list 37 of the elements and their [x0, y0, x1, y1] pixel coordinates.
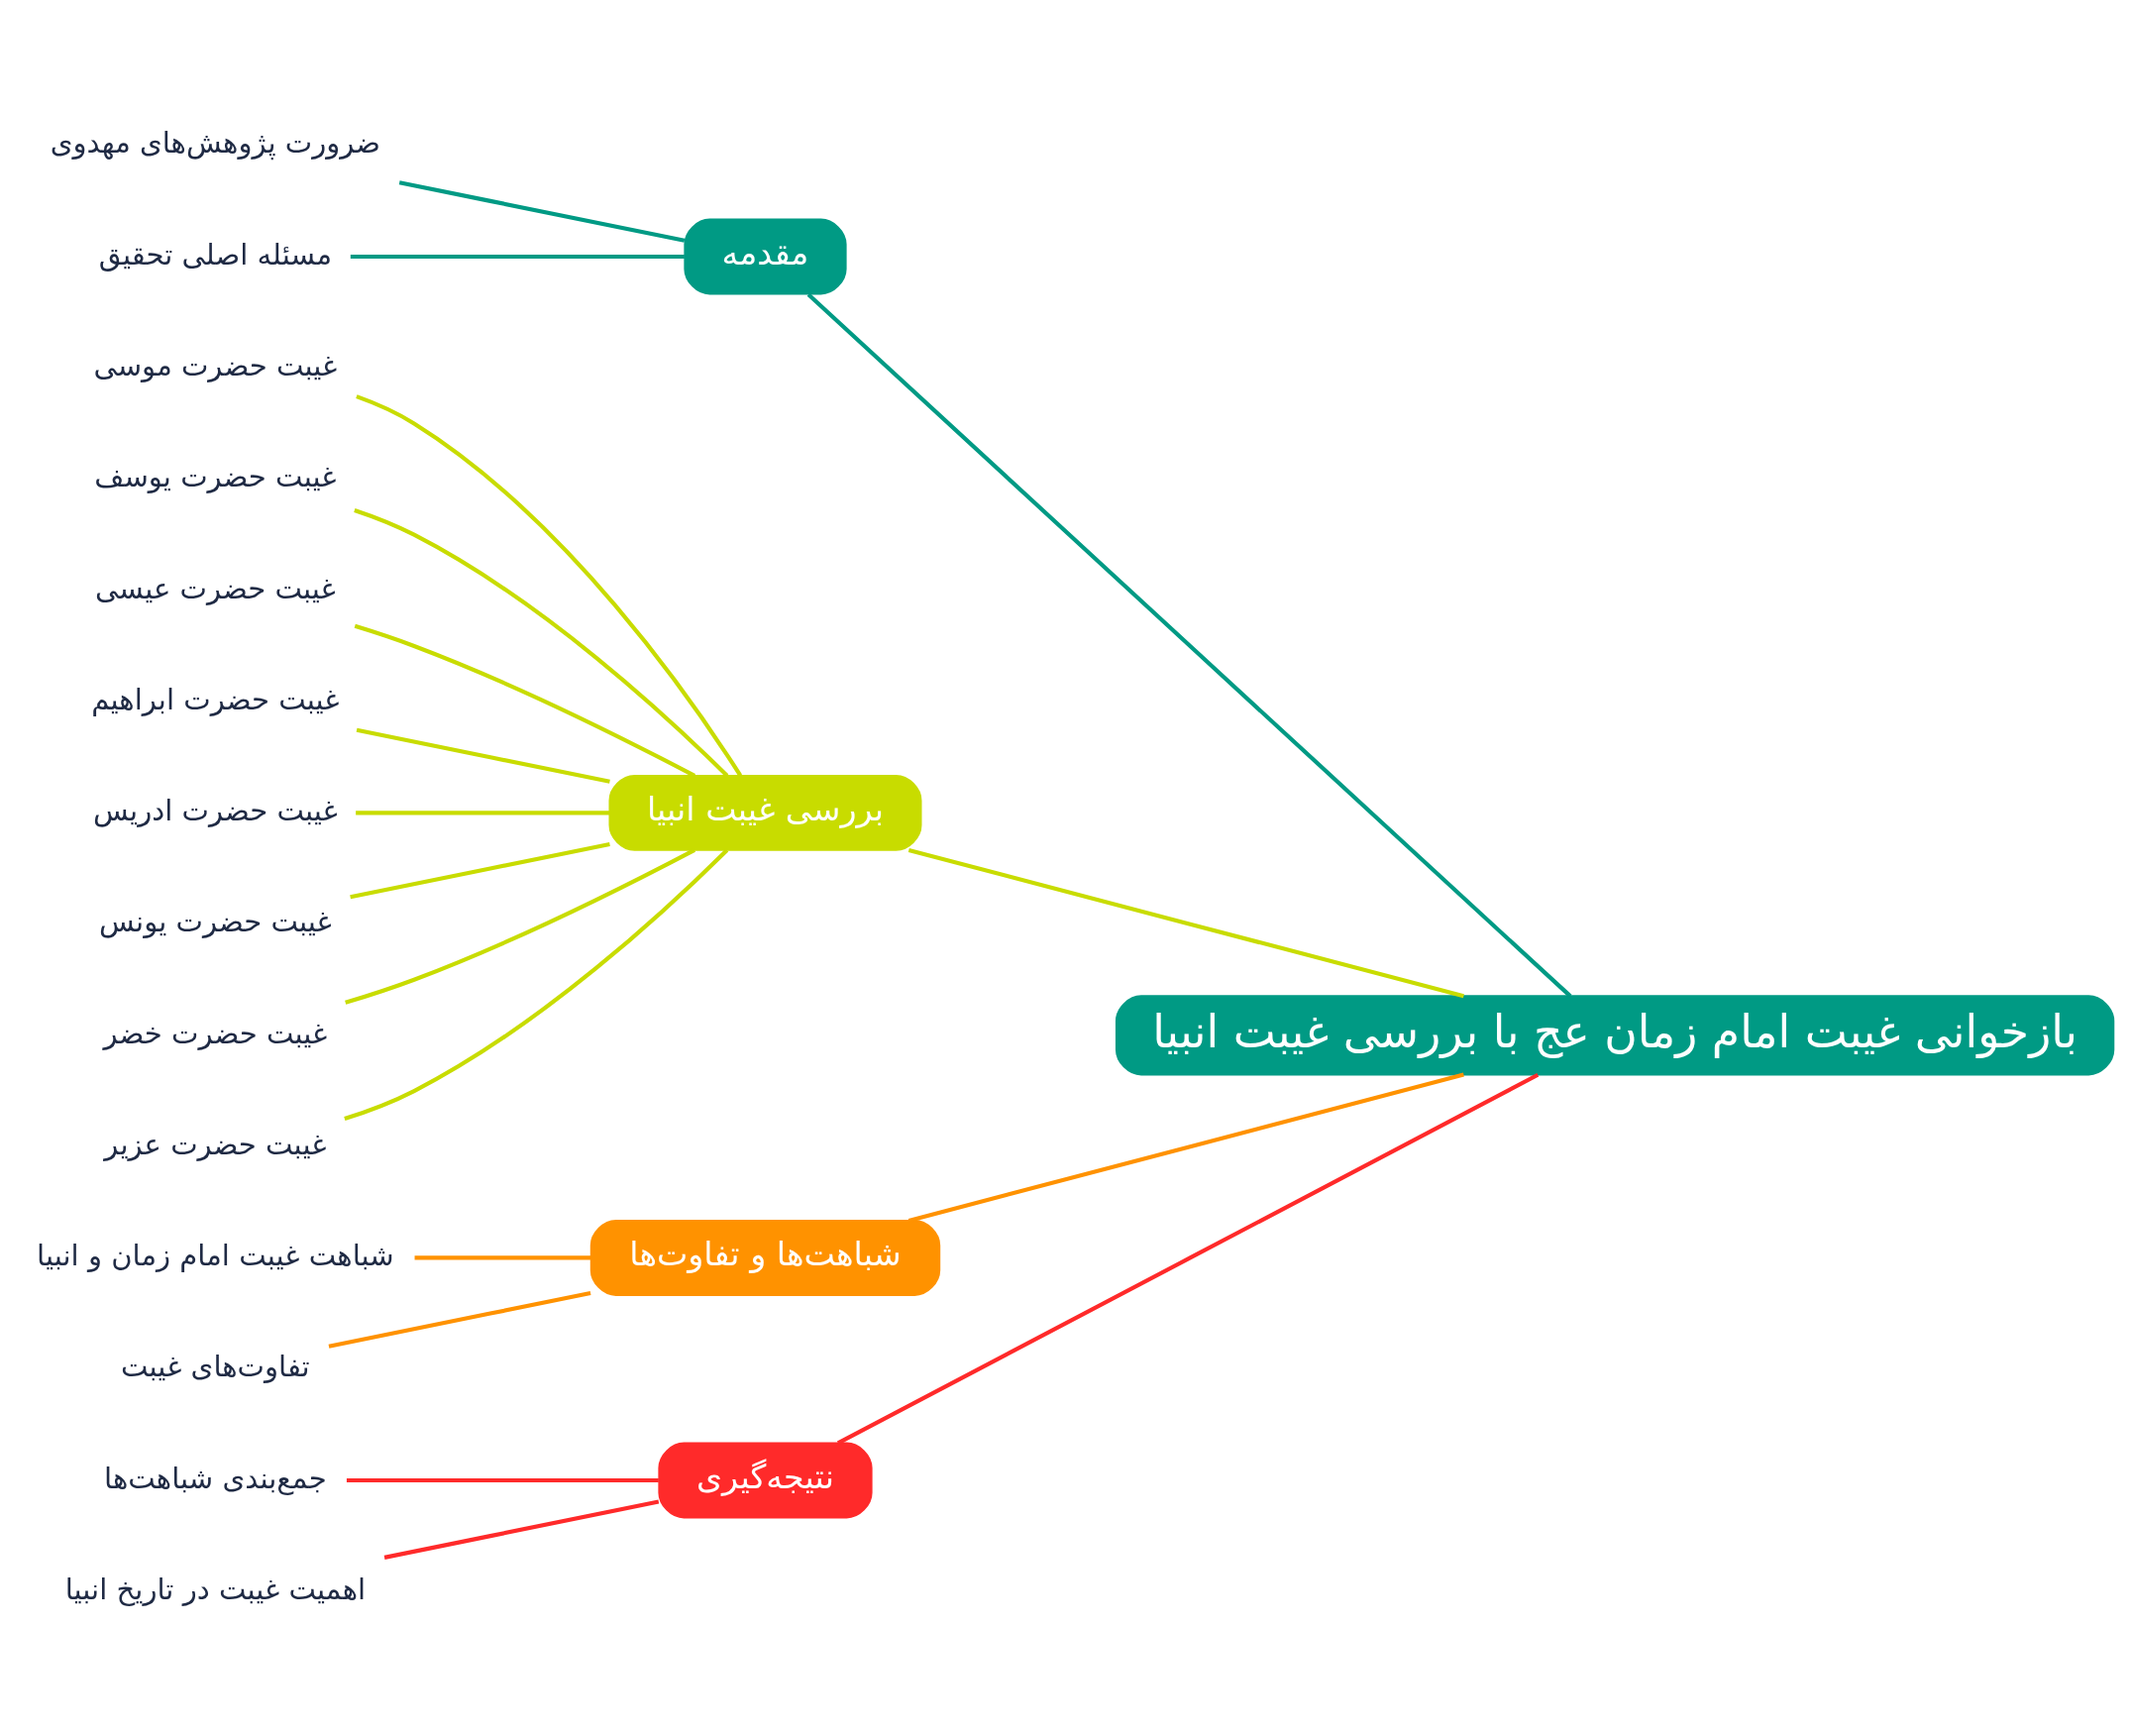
connector	[398, 179, 686, 243]
node-text: غیبت حضرت یونس	[98, 904, 332, 938]
node-text: شباهت غیبت امام زمان و انبیا	[37, 1238, 394, 1272]
connector	[354, 507, 729, 777]
node-box: شباهت‌ها و تفاوت‌ها	[589, 1219, 941, 1296]
connector	[907, 1072, 1464, 1223]
connector	[344, 847, 729, 1121]
node-text: غیبت حضرت ادریس	[92, 793, 338, 827]
connector	[346, 1477, 659, 1482]
node-box: بررسی غیبت انبیا	[608, 774, 922, 851]
connector	[356, 393, 743, 777]
node-text: غیبت حضرت یوسف	[94, 459, 337, 493]
connector	[328, 1290, 591, 1349]
node-text: ضرورت پژوهش‌های مهدوی	[50, 125, 381, 160]
connector	[350, 841, 610, 899]
connector	[345, 847, 696, 1005]
node-text: مسئله اصلی تحقیق	[98, 237, 333, 271]
connector	[836, 1072, 1540, 1445]
node-text: غیبت حضرت موسی	[93, 348, 338, 382]
node-text: تفاوت‌های غیبت	[121, 1349, 310, 1383]
connector	[383, 1498, 660, 1560]
node-text: جمع‌بندی شباهت‌ها	[104, 1461, 327, 1495]
node-box: بازخوانی غیبت امام زمان عج با بررسی غیبت انبیا	[1115, 994, 2115, 1075]
connector	[356, 727, 610, 784]
node-text: غیبت حضرت خضر	[103, 1016, 328, 1050]
node-text: غیبت حضرت ابراهیم	[91, 682, 340, 716]
node-box: مقدمه	[684, 218, 847, 294]
connector	[350, 254, 685, 259]
node-box: نتیجه‌گیری	[658, 1442, 873, 1518]
connector	[354, 623, 696, 778]
connector	[907, 847, 1464, 998]
connector	[806, 292, 1572, 998]
connector	[414, 1254, 591, 1260]
connector	[356, 810, 610, 814]
node-text: اهمیت غیبت در تاریخ انبیا	[64, 1572, 367, 1606]
node-text: غیبت حضرت عزیر	[104, 1127, 327, 1161]
node-text: غیبت حضرت عیسی	[94, 571, 336, 605]
